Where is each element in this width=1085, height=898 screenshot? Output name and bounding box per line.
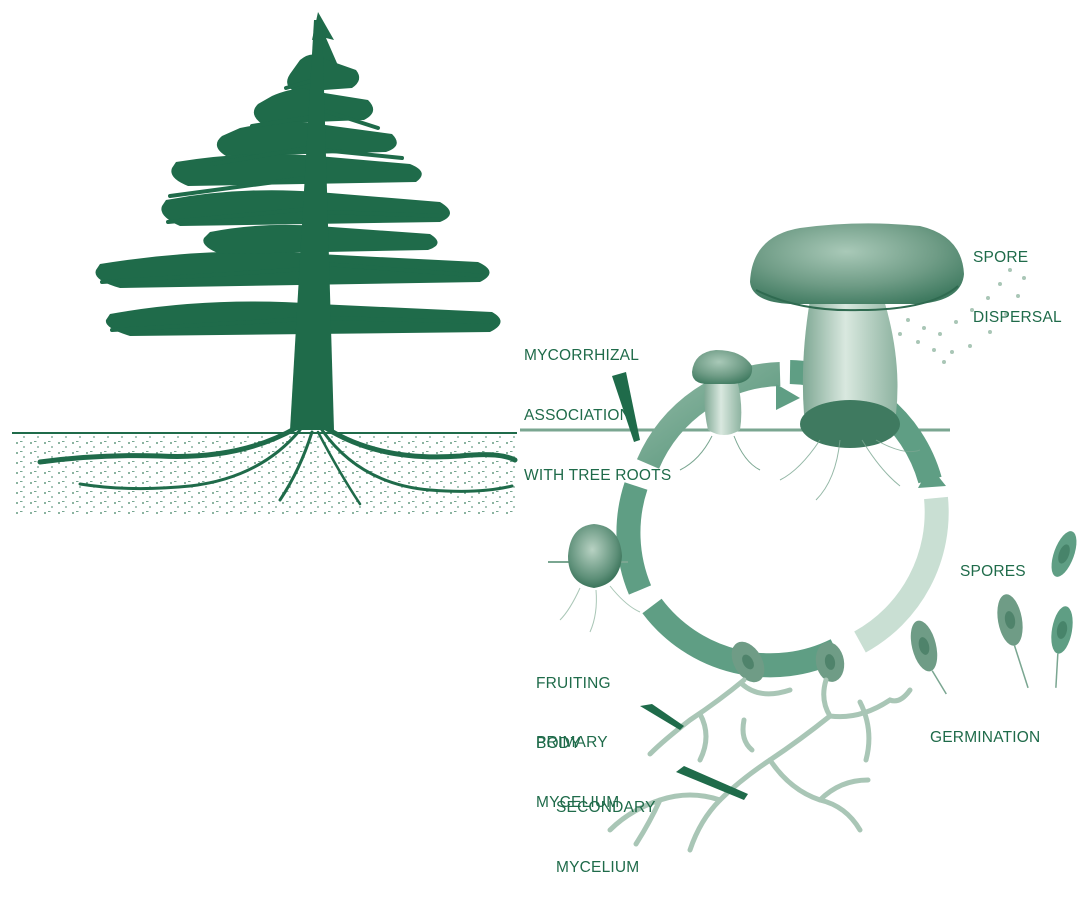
germination-label: GERMINATION xyxy=(930,688,1040,768)
spore-dispersal-line-2: DISPERSAL xyxy=(973,308,1062,328)
mycorrhizal-association-label: MYCORRHIZAL ASSOCIATION WITH TREE ROOTS xyxy=(524,306,671,506)
spore-icon xyxy=(994,592,1034,691)
primary-mycelium-pointer xyxy=(640,704,684,730)
spore-icon xyxy=(1042,605,1076,689)
conifer-tree-icon xyxy=(12,12,517,514)
primary-mycelium-line-1: PRIMARY xyxy=(536,733,619,753)
secondary-mycelium-line-2: MYCELIUM xyxy=(556,858,656,878)
secondary-mycelium-label: SECONDARY MYCELIUM xyxy=(556,758,656,898)
spore-dispersal-line-1: SPORE xyxy=(973,248,1062,268)
mycorrhizal-line-1: MYCORRHIZAL xyxy=(524,346,671,366)
mycorrhizal-line-3: WITH TREE ROOTS xyxy=(524,466,671,486)
spore-icon xyxy=(1046,528,1081,580)
life-cycle-ring-icon xyxy=(628,372,946,665)
spores-line-1: SPORES xyxy=(960,562,1026,582)
germination-line-1: GERMINATION xyxy=(930,728,1040,748)
fruiting-body-line-1: FRUITING xyxy=(536,674,611,694)
spore-dispersal-label: SPORE DISPERSAL xyxy=(973,208,1062,348)
spores-label: SPORES xyxy=(960,522,1026,602)
mycorrhizal-line-2: ASSOCIATION xyxy=(524,406,671,426)
tree-foliage xyxy=(96,12,501,336)
secondary-mycelium-line-1: SECONDARY xyxy=(556,798,656,818)
